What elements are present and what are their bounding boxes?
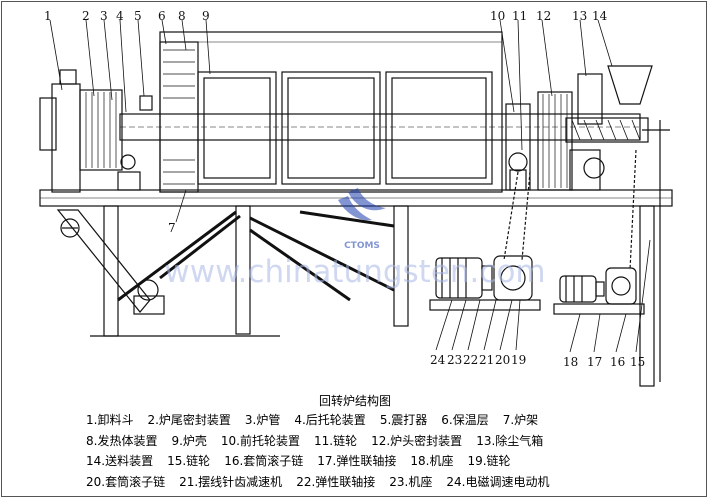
head-seal — [537, 91, 573, 191]
callout-19: 19 — [511, 353, 526, 367]
dust-box — [577, 73, 603, 125]
callout-22: 22 — [463, 353, 478, 367]
legend-item: 14.送料装置 — [86, 454, 154, 468]
legend-item: 1.卸料斗 — [86, 413, 134, 427]
legend-item: 15.链轮 — [167, 454, 211, 468]
main-drive — [429, 255, 541, 311]
leg-left — [103, 205, 119, 337]
legend-row: 20.套筒滚子链 21.摆线针齿减速机 22.弹性联轴接 23.机座 24.电磁… — [86, 472, 696, 493]
callout-10: 10 — [490, 9, 505, 23]
chute-wheel — [60, 218, 80, 238]
callout-14: 14 — [592, 9, 608, 23]
shell-windows — [197, 71, 493, 185]
legend-item: 9.炉壳 — [171, 433, 207, 448]
feed-drive — [553, 267, 645, 315]
feed-hopper — [607, 65, 653, 105]
callout-12: 12 — [536, 9, 551, 23]
leg-right — [393, 205, 409, 327]
legend-item: 6.保温层 — [441, 413, 489, 427]
legend-item: 22.弹性联轴接 — [296, 474, 376, 489]
callout-23: 23 — [447, 353, 462, 367]
legend-item: 23.机座 — [389, 474, 433, 489]
front-roller — [508, 152, 528, 172]
legend-item: 2.炉尾密封装置 — [147, 413, 231, 427]
legend-item: 24.电磁调速电动机 — [446, 474, 550, 489]
tilt-pivot — [137, 279, 159, 301]
legend-item: 10.前托轮装置 — [220, 433, 300, 448]
callout-15: 15 — [630, 355, 645, 369]
legend-item: 7.炉架 — [502, 413, 539, 427]
callout-11: 11 — [512, 9, 527, 23]
callout-21: 21 — [479, 353, 494, 367]
leg-mid — [235, 205, 251, 335]
legend-row: 1.卸料斗 2.炉尾密封装置 3.炉管 4.后托轮装置 5.震打器 6.保温层 … — [86, 410, 696, 431]
legend-item: 3.炉管 — [244, 413, 281, 427]
callouts-bottom: 24 23 22 21 20 19 18 17 16 15 — [430, 353, 645, 369]
legend-row: 8.发热体装置 9.炉壳 10.前托轮装置 11.链轮 12.炉头密封装置 13… — [86, 431, 696, 452]
legend-row: 14.送料装置 15.链轮 16.套筒滚子链 17.弹性联轴接 18.机座 19… — [86, 451, 696, 472]
watermark-url: www.chinatungsten.com — [164, 254, 545, 290]
furnace-shell — [159, 31, 503, 193]
callout-24: 24 — [430, 353, 446, 367]
rear-roller — [120, 154, 136, 170]
vibrator — [139, 95, 153, 111]
callout-16: 16 — [610, 355, 625, 369]
watermark-logo-text: CTOMS — [344, 241, 380, 251]
callout-5: 5 — [134, 9, 142, 23]
legend-item: 8.发热体装置 — [86, 433, 158, 448]
callout-17: 17 — [587, 355, 602, 369]
callout-13: 13 — [572, 9, 587, 23]
insulation-layer — [159, 41, 199, 193]
leg-end — [639, 205, 655, 387]
legend-item: 12.炉头密封装置 — [371, 433, 463, 448]
callout-1: 1 — [44, 9, 52, 23]
legend-item: 18.机座 — [410, 454, 454, 468]
legend-item: 4.后托轮装置 — [294, 413, 366, 427]
watermark: CTOMS www.chinatungsten.com — [164, 188, 546, 290]
legend-item: 19.链轮 — [467, 454, 511, 468]
feed-sprocket — [583, 157, 605, 179]
parts-legend: 1.卸料斗 2.炉尾密封装置 3.炉管 4.后托轮装置 5.震打器 6.保温层 … — [86, 410, 696, 492]
callouts-top: 1 2 3 4 5 6 8 9 10 11 12 13 14 — [44, 9, 608, 23]
callout-6: 6 — [158, 9, 166, 23]
legend-item: 5.震打器 — [379, 413, 428, 427]
callout-9: 9 — [202, 9, 210, 23]
legend-item: 17.弹性联轴接 — [317, 454, 397, 468]
callout-4: 4 — [116, 9, 124, 23]
legend-item: 21.摆线针齿减速机 — [179, 474, 283, 489]
legend-item: 16.套筒滚子链 — [224, 454, 304, 468]
legend-item: 11.链轮 — [314, 433, 358, 448]
callout-3: 3 — [100, 9, 108, 23]
callout-2: 2 — [82, 9, 90, 23]
callout-20: 20 — [495, 353, 510, 367]
callout-8: 8 — [178, 9, 186, 23]
callout-7: 7 — [168, 221, 176, 235]
figure-caption: 回转炉结构图 — [318, 394, 391, 408]
callout-18: 18 — [563, 355, 578, 369]
legend-item: 13.除尘气箱 — [476, 433, 544, 448]
legend-item: 20.套筒滚子链 — [86, 474, 166, 489]
